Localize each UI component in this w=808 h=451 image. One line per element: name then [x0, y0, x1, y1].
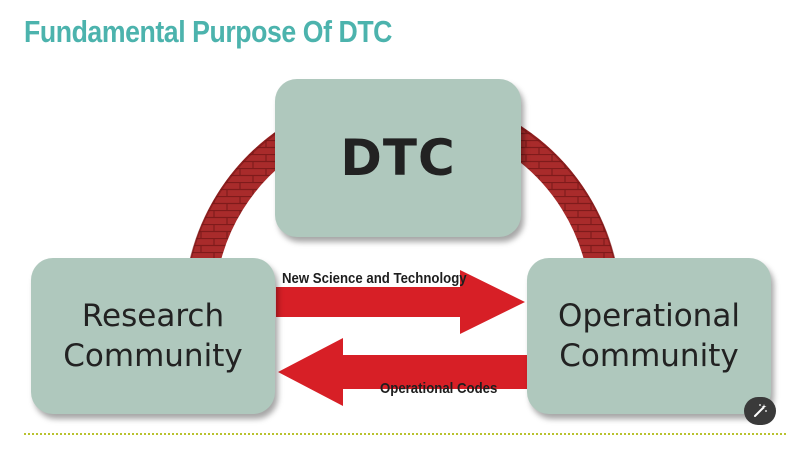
- magic-wand-icon: [754, 404, 767, 417]
- operational-community-line-2: Community: [559, 338, 739, 374]
- research-community-label: Research Community: [63, 296, 242, 376]
- dtc-box-label: DTC: [340, 129, 456, 187]
- page-title: Fundamental Purpose Of DTC: [24, 14, 393, 49]
- operational-community-label: Operational Community: [558, 296, 740, 376]
- return-arrow: [278, 338, 527, 406]
- forward-arrow-label: New Science and Technology: [282, 270, 467, 287]
- operational-community-box: Operational Community: [527, 258, 771, 414]
- research-community-box: Research Community: [31, 258, 275, 414]
- image-expand-button[interactable]: [744, 397, 776, 425]
- return-arrow-label: Operational Codes: [380, 380, 498, 397]
- forward-arrow: [276, 270, 525, 334]
- research-community-line-2: Community: [63, 338, 243, 374]
- dtc-box: DTC: [275, 79, 521, 237]
- section-divider: [24, 433, 786, 435]
- research-community-line-1: Research: [81, 298, 225, 334]
- operational-community-line-1: Operational: [558, 298, 740, 334]
